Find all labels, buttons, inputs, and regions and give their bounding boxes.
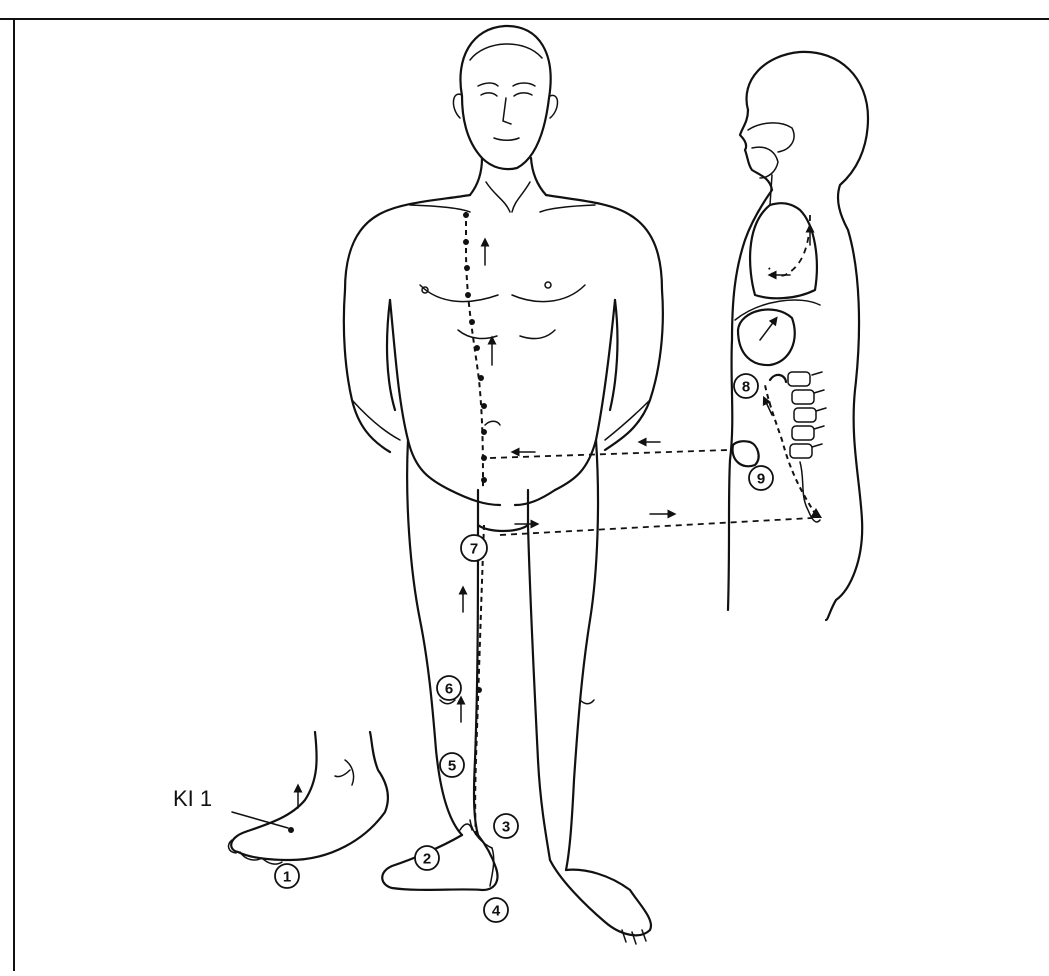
point-label-3: 3 [502,819,510,836]
point-label-2: 2 [423,851,431,868]
small-foot [229,732,388,864]
spine [770,372,826,522]
point-label-4: 4 [492,903,501,920]
point-label-9: 9 [757,471,765,488]
side-figure [728,52,868,620]
point-label-6: 6 [445,681,453,698]
point-label-5: 5 [448,758,456,775]
point-label-8: 8 [742,379,750,396]
point-label-7: 7 [470,541,478,558]
front-body [344,26,663,944]
point-label-1: 1 [283,869,291,886]
ki1-label: KI 1 [173,786,212,811]
front-meridian [461,212,492,835]
